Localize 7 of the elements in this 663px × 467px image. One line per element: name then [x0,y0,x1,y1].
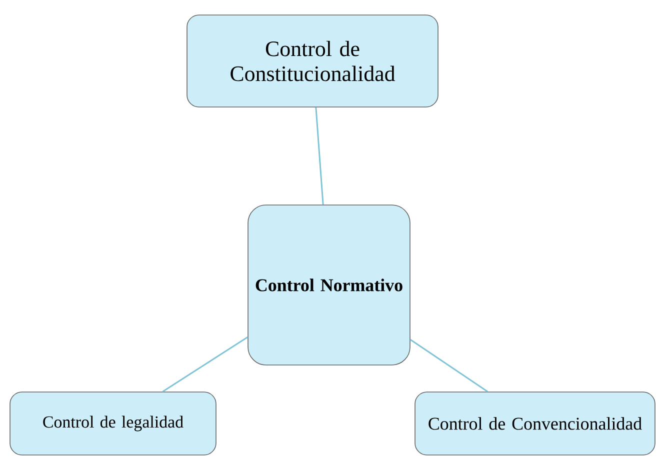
connector-line [162,336,248,392]
rounded-box: Control Normativo [248,204,410,366]
rounded-box: Control de legalidad [10,392,216,456]
connector-line [410,339,488,392]
connector-line [315,107,324,205]
rounded-box: Control de Constitucionalidad [186,14,438,108]
rounded-box: Control de Convencionalidad [414,392,656,456]
